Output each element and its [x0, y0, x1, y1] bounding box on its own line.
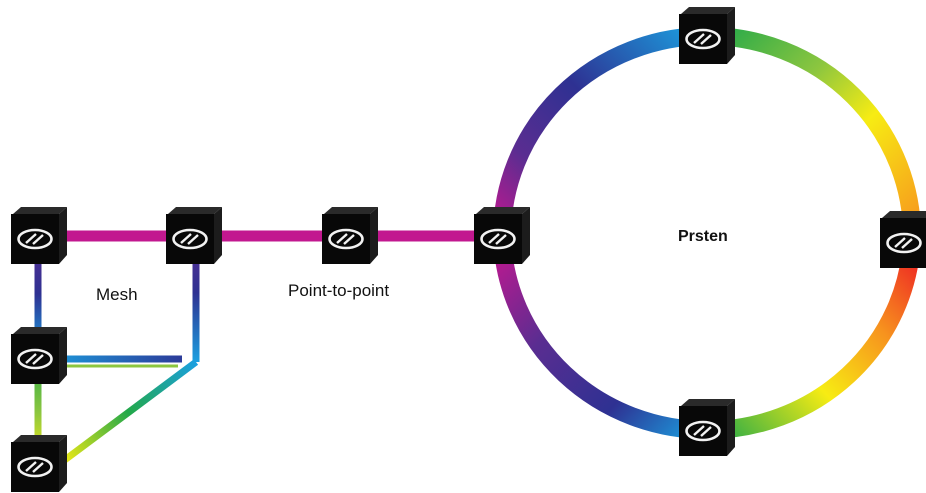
mesh-node-middle-left	[9, 326, 69, 386]
point-to-point-node	[320, 206, 380, 266]
mesh-node-top-right	[164, 206, 224, 266]
mesh-node-bottom-left	[9, 434, 69, 493]
ring-node-bottom	[677, 398, 737, 458]
point-to-point-label: Point-to-point	[288, 281, 390, 300]
ring-node-top	[677, 6, 737, 66]
ring-node-left	[472, 206, 532, 266]
mesh-label: Mesh	[96, 285, 138, 304]
mesh-node-top-left	[9, 206, 69, 266]
ring-links	[492, 27, 922, 440]
ring-node-right	[878, 210, 926, 270]
ring-label: Prsten	[678, 228, 728, 245]
